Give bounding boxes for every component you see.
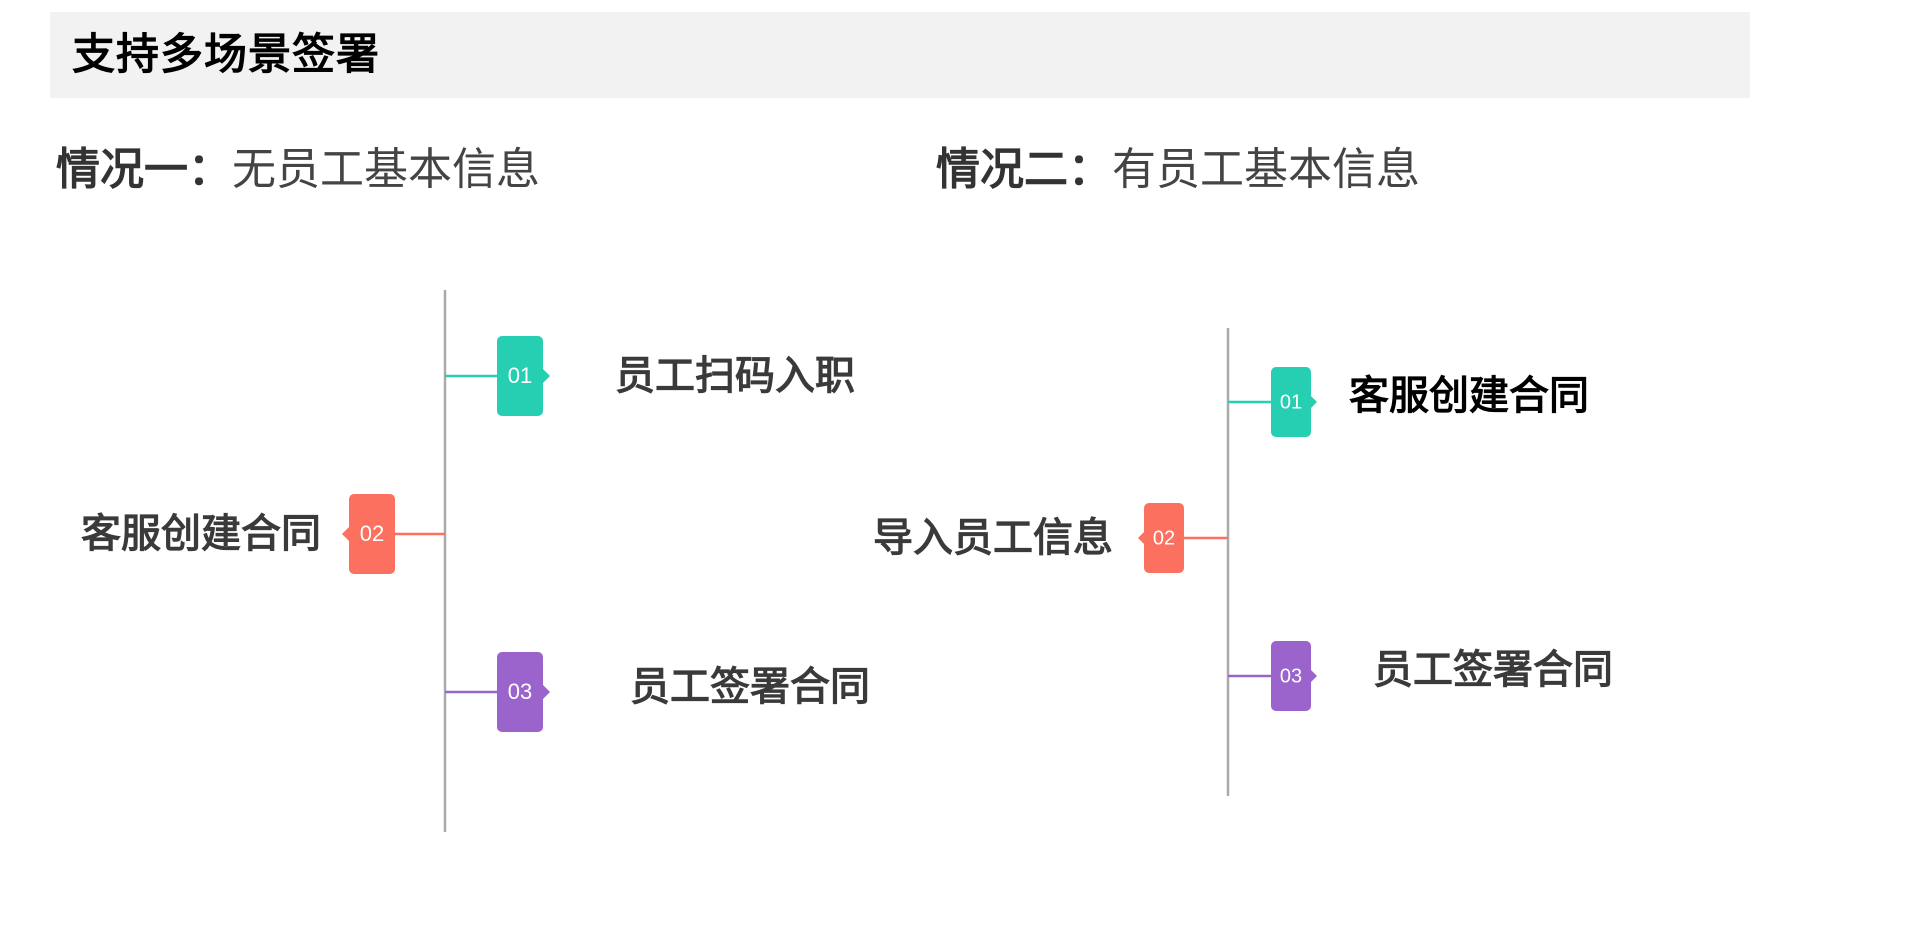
case-two-title-rest: 有员工基本信息 [1112,144,1420,195]
case-two-step-03-number: 03 [1280,665,1302,687]
case-two-step-02-pointer [1138,532,1144,544]
case-one-step-01-number: 01 [508,363,532,388]
case-one-step-02-badge [349,494,395,574]
case-two-step-01-label: 客服创建合同 [1349,373,1589,419]
header-bar: 支持多场景签署 [50,12,1750,98]
case-one-step-03-pointer [543,685,550,699]
case-one-step-01-pointer [543,369,550,383]
case-two-step-01-badge [1271,367,1311,437]
case-one-step-01-label: 员工扫码入职 [615,353,855,399]
case-two-step-02-number: 02 [1153,527,1175,549]
case-one-diagram: 01 02 03 [342,290,550,832]
page-title: 支持多场景签署 [72,30,380,80]
case-two-step-02-badge [1144,503,1184,573]
case-one-step-02-pointer [342,527,349,541]
case-one-title-rest: 无员工基本信息 [232,144,540,195]
case-one-step-02-label: 客服创建合同 [81,511,321,557]
case-one-title-lead: 情况一： [56,144,232,195]
case-one-step-03-number: 03 [508,679,532,704]
case-two-step-02-label: 导入员工信息 [873,515,1113,561]
case-two-title: 情况二：有员工基本信息 [936,140,1420,200]
case-one-step-02-number: 02 [360,521,384,546]
case-two-step-01-pointer [1311,396,1317,408]
case-two-step-03-pointer [1311,670,1317,682]
case-two-step-03-badge [1271,641,1311,711]
case-two-step-01-number: 01 [1280,391,1302,413]
case-one-step-03-label: 员工签署合同 [630,664,870,710]
case-two-step-03-label: 员工签署合同 [1373,647,1613,693]
case-two-title-lead: 情况二： [936,144,1112,195]
case-two-diagram: 01 02 03 [1138,328,1317,796]
case-one-step-03-badge [497,652,543,732]
case-one-title: 情况一：无员工基本信息 [56,140,540,200]
case-one-step-01-badge [497,336,543,416]
